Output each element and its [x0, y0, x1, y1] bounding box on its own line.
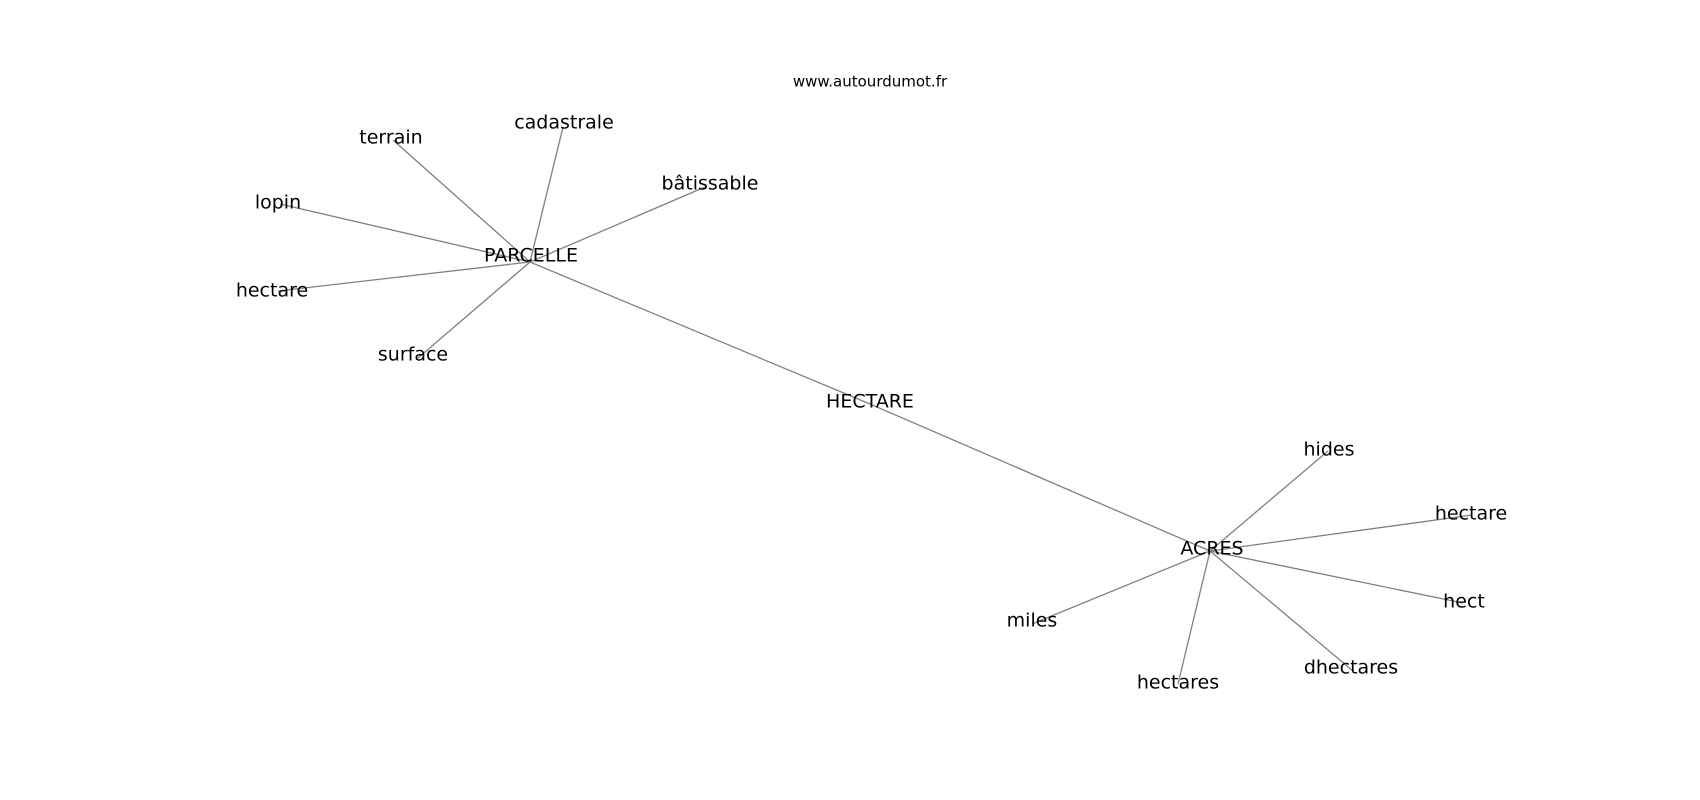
edge-acres-hides [1209, 450, 1329, 552]
node-leaf-hectare: hectare [1435, 503, 1507, 525]
edge-parcelle-hectare [277, 261, 531, 292]
node-leaf-hect: hect [1443, 591, 1485, 613]
node-hub-parcelle: PARCELLE [484, 245, 578, 267]
node-leaf-hides: hides [1304, 439, 1355, 461]
node-leaf-hectare: hectare [236, 280, 308, 302]
edge-acres-miles [1031, 550, 1211, 625]
node-leaf-batissable: bâtissable [662, 173, 759, 195]
node-leaf-hectares: hectares [1137, 672, 1219, 694]
edge-parcelle-hectare [529, 261, 871, 405]
node-leaf-surface: surface [378, 344, 448, 366]
node-leaf-dhectares: dhectares [1304, 657, 1398, 679]
site-watermark: www.autourdumot.fr [793, 73, 948, 91]
edge-acres-dhectares [1209, 550, 1354, 672]
edge-parcelle-batissable [529, 186, 706, 263]
edge-acres-hectares [1177, 550, 1211, 685]
node-leaf-lopin: lopin [255, 192, 301, 214]
edge-acres-hect [1209, 550, 1464, 604]
edges [277, 126, 1473, 685]
edge-parcelle-surface [417, 261, 531, 359]
edge-parcelle-terrain [392, 139, 531, 263]
node-leaf-miles: miles [1007, 610, 1058, 632]
node-leaf-cadastrale: cadastrale [514, 112, 614, 134]
node-leaf-terrain: terrain [359, 127, 422, 149]
node-hub-acres: ACRES [1180, 538, 1243, 560]
edge-parcelle-lopin [279, 203, 531, 263]
edge-parcelle-cadastrale [529, 126, 564, 263]
edge-acres-hectare [1209, 514, 1473, 552]
node-center: HECTARE [826, 391, 914, 413]
edge-hectare-acres [869, 403, 1211, 552]
